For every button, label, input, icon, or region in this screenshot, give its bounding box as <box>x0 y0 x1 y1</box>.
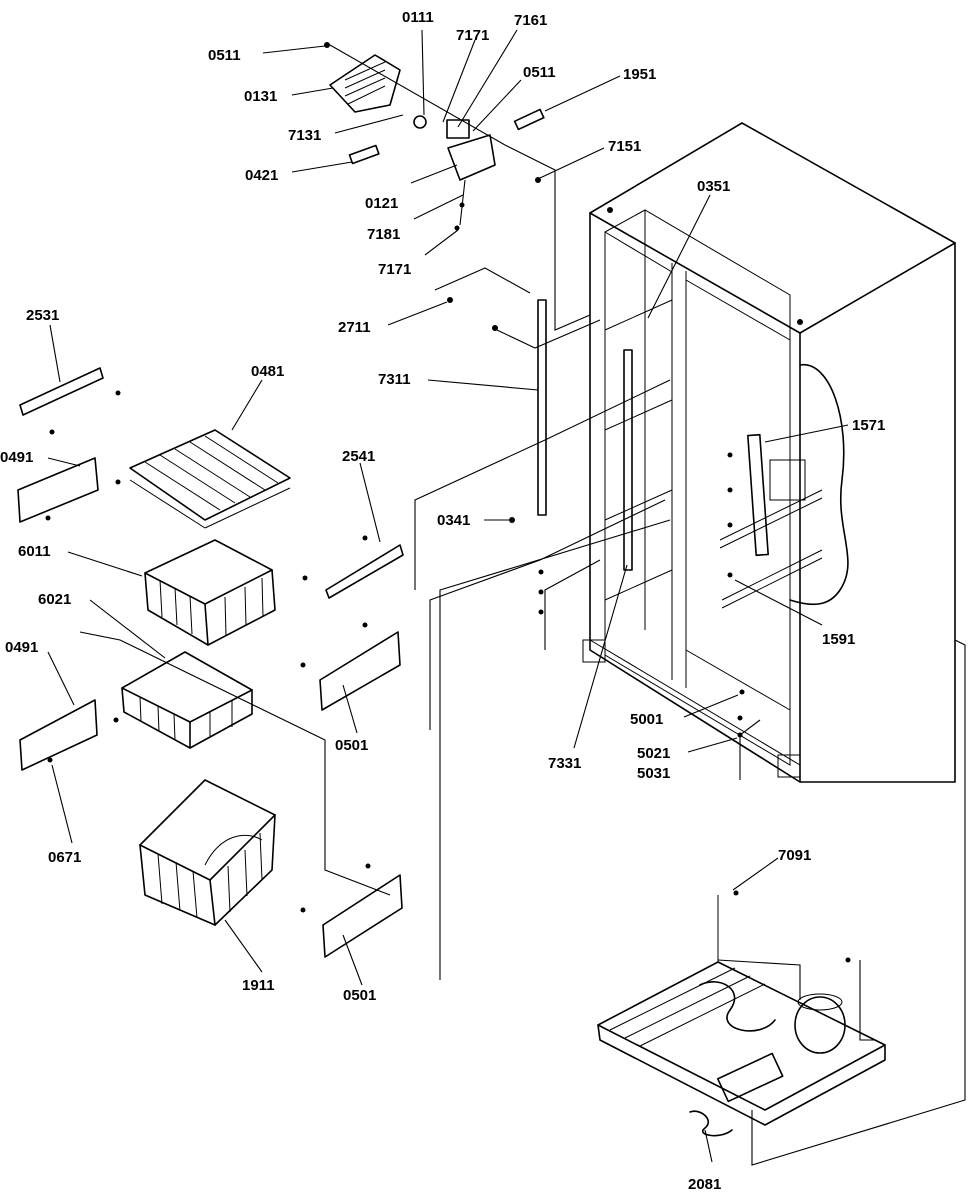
label-6021: 6021 <box>38 591 71 608</box>
label-0671: 0671 <box>48 849 81 866</box>
slide-rails <box>17 367 404 958</box>
label-7311: 7311 <box>378 371 411 388</box>
label-0511: 0511 <box>208 47 241 64</box>
label-0121: 0121 <box>365 195 398 212</box>
label-7131: 7131 <box>288 127 321 144</box>
refrigerator-cabinet <box>582 122 956 783</box>
compressor-assembly-7091 <box>597 890 886 1137</box>
label-7331: 7331 <box>548 755 581 772</box>
label-6011: 6011 <box>18 543 51 560</box>
label-5031: 5031 <box>637 765 670 782</box>
label-7171: 7171 <box>456 27 489 44</box>
fan-assembly <box>324 42 545 231</box>
part-labels: 0511 0131 0111 7171 7161 0511 1951 7131 … <box>0 9 885 1193</box>
label-2081: 2081 <box>688 1176 721 1193</box>
leader-lines <box>47 29 849 1163</box>
assembly-guide-lines <box>79 44 966 1166</box>
basket-1911 <box>139 779 276 926</box>
label-7091: 7091 <box>778 847 811 864</box>
label-1591: 1591 <box>822 631 855 648</box>
label-7161: 7161 <box>514 12 547 29</box>
label-0351: 0351 <box>697 178 730 195</box>
label-2711: 2711 <box>338 319 371 336</box>
label-7171: 7171 <box>378 261 411 278</box>
label-1911: 1911 <box>242 977 275 994</box>
label-5001: 5001 <box>630 711 663 728</box>
trim-strips <box>447 297 745 738</box>
label-7151: 7151 <box>608 138 641 155</box>
label-0511: 0511 <box>523 64 556 81</box>
label-0491: 0491 <box>5 639 38 656</box>
wire-shelf-0481 <box>129 429 291 529</box>
basket-6011 <box>144 539 276 646</box>
label-7181: 7181 <box>367 226 400 243</box>
label-0481: 0481 <box>251 363 284 380</box>
label-5021: 5021 <box>637 745 670 762</box>
label-1951: 1951 <box>623 66 656 83</box>
label-0501: 0501 <box>335 737 368 754</box>
label-0491: 0491 <box>0 449 33 466</box>
label-0131: 0131 <box>244 88 277 105</box>
label-0501: 0501 <box>343 987 376 1004</box>
label-0341: 0341 <box>437 512 470 529</box>
label-1571: 1571 <box>852 417 885 434</box>
basket-6021 <box>121 651 253 749</box>
label-0111: 0111 <box>402 9 434 26</box>
label-0421: 0421 <box>245 167 278 184</box>
label-2531: 2531 <box>26 307 59 324</box>
label-2541: 2541 <box>342 448 375 465</box>
